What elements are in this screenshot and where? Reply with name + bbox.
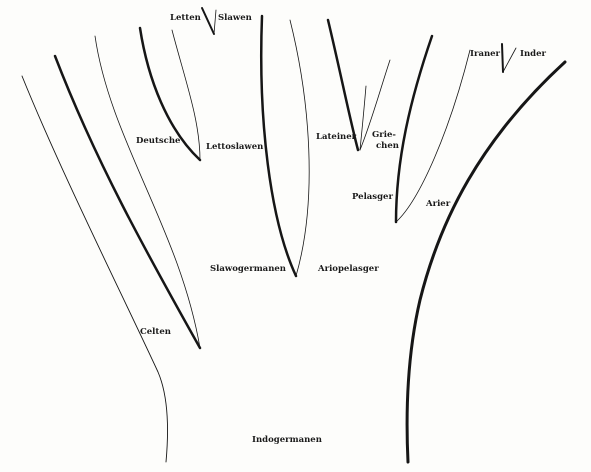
iraner-inder-left <box>501 43 504 73</box>
label-celten: Celten <box>140 327 171 337</box>
iraner-inder-right <box>502 47 517 73</box>
label-inder: Inder <box>520 49 547 59</box>
label-griechen-line1: Grie- <box>372 130 396 140</box>
label-letten: Letten <box>170 13 201 23</box>
label-lettoslawen: Lettoslawen <box>206 142 263 152</box>
branches <box>21 7 567 464</box>
slawogermanen-left-edge <box>259 14 298 278</box>
label-iraner: Iraner <box>470 49 501 59</box>
trunk-right-edge-arier <box>405 60 567 464</box>
griechen-edge <box>359 59 391 151</box>
label-slawogermanen: Slawogermanen <box>210 264 286 274</box>
label-pelasger: Pelasger <box>352 192 393 202</box>
trunk-left-edge <box>21 75 168 463</box>
labels: Letten Slawen Iraner Inder Deutsche Lett… <box>136 13 547 445</box>
label-ariopelasger: Ariopelasger <box>317 264 379 274</box>
slawogermanen-right-edge <box>289 19 310 277</box>
letten-slawen-left <box>201 7 215 35</box>
label-arier: Arier <box>425 199 451 209</box>
lateiner-edge <box>326 18 360 152</box>
deutsche-outer-edge <box>138 26 202 162</box>
deutsche-inner-edge <box>171 29 201 161</box>
label-lateiner: Lateiner <box>316 132 357 142</box>
pelasger-edge <box>394 34 434 224</box>
label-indogermanen: Indogermanen <box>252 435 322 445</box>
celten-inner-edge <box>94 35 201 349</box>
arier-edge <box>395 49 471 223</box>
letten-slawen-right <box>213 9 217 35</box>
griechen-inner-edge <box>359 85 367 151</box>
celten-outer-edge <box>53 54 202 350</box>
label-griechen-line2: chen <box>376 141 399 151</box>
label-deutsche: Deutsche <box>136 136 181 146</box>
label-slawen: Slawen <box>218 13 252 23</box>
